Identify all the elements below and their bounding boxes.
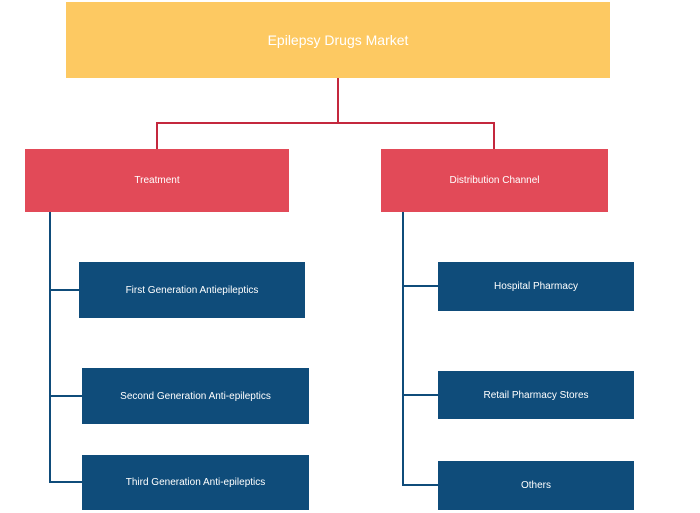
connector-horizontal-bar <box>156 122 495 124</box>
connector-treatment-leaf-3 <box>49 481 82 483</box>
leaf-node-label: Second Generation Anti-epileptics <box>120 390 271 402</box>
leaf-node-second-generation: Second Generation Anti-epileptics <box>82 368 309 424</box>
leaf-node-others: Others <box>438 461 634 510</box>
connector-distribution-leaf-3 <box>402 484 438 486</box>
root-node-label: Epilepsy Drugs Market <box>267 32 409 48</box>
category-node-label: Distribution Channel <box>449 175 540 186</box>
connector-distribution-drop <box>493 122 495 149</box>
leaf-node-label: Others <box>520 480 551 491</box>
leaf-node-label: Hospital Pharmacy <box>494 281 578 292</box>
connector-treatment-spine <box>49 212 51 483</box>
leaf-node-first-generation: First Generation Antiepileptics <box>79 262 305 318</box>
connector-root-vertical <box>337 78 339 123</box>
root-node: Epilepsy Drugs Market <box>66 2 610 78</box>
leaf-node-hospital-pharmacy: Hospital Pharmacy <box>438 262 634 311</box>
category-node-distribution-channel: Distribution Channel <box>381 149 608 212</box>
leaf-node-label: Third Generation Anti-epileptics <box>125 477 266 488</box>
leaf-node-label: First Generation Antiepileptics <box>125 284 259 296</box>
connector-treatment-leaf-2 <box>49 395 82 397</box>
leaf-node-third-generation: Third Generation Anti-epileptics <box>82 455 309 510</box>
leaf-node-label: Retail Pharmacy Stores <box>483 389 589 401</box>
category-node-label: Treatment <box>134 175 180 186</box>
connector-distribution-spine <box>402 212 404 485</box>
connector-distribution-leaf-2 <box>402 394 438 396</box>
connector-treatment-drop <box>156 122 158 149</box>
connector-treatment-leaf-1 <box>49 289 79 291</box>
connector-distribution-leaf-1 <box>402 285 438 287</box>
category-node-treatment: Treatment <box>25 149 289 212</box>
leaf-node-retail-pharmacy-stores: Retail Pharmacy Stores <box>438 371 634 419</box>
